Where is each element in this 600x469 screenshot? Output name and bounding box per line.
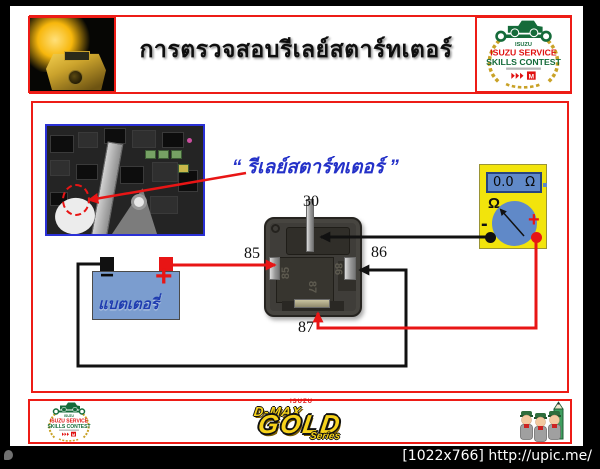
fuse-green — [145, 150, 156, 159]
fusebox-block — [162, 132, 184, 148]
fusebox-block — [50, 135, 74, 153]
truck-wheel — [529, 28, 539, 38]
truck-wheel — [61, 406, 67, 413]
badge-letter: M — [529, 73, 534, 80]
display-value: 0.0 — [493, 175, 514, 190]
engine-part-photo — [28, 16, 116, 93]
relay-caption: “ รีเลย์สตาร์ทเตอร์ ” — [232, 157, 399, 178]
engine-cover-hole — [68, 70, 83, 85]
pin-label-30: 30 — [303, 193, 319, 210]
relay-mold-circle — [271, 224, 280, 233]
fusebox-block — [132, 130, 156, 148]
contest-logo-small: ISUZU ISUZU SERVICE SKILLS CONTEST M — [44, 401, 94, 443]
chevron-icon — [520, 72, 524, 79]
mechanic-figure — [548, 411, 561, 440]
fusebox-block — [150, 196, 178, 214]
fuse-green — [158, 150, 169, 159]
pin-label-86: 86 — [371, 244, 387, 261]
wrench-end-left — [52, 408, 60, 415]
fusebox-block — [152, 162, 178, 182]
contest-line2: SKILLS CONTEST — [47, 424, 90, 430]
wrench-end-right — [78, 408, 86, 415]
multimeter-plus-sign: + — [528, 209, 540, 231]
wreath-bottom — [58, 438, 80, 442]
fusebox-block — [50, 160, 70, 176]
watermark-url: [1022x766] http://upic.me/ — [402, 448, 592, 464]
mechanic-figure — [520, 411, 533, 440]
pin-label-85: 85 — [244, 245, 260, 262]
mechanic-figure — [534, 413, 547, 442]
truck-wheel — [510, 28, 520, 38]
fusebox-block — [76, 164, 98, 180]
relay-pin-85 — [269, 257, 280, 280]
contest-fineprint — [506, 67, 541, 70]
chevron-icon — [64, 432, 67, 436]
engine-cover-badge — [64, 51, 90, 61]
contest-logo: ISUZU ISUZU SERVICE SKILLS CONTEST M — [475, 16, 572, 93]
molded-pin-number: 86 — [332, 262, 345, 276]
contest-logo-graphic: ISUZU ISUZU SERVICE SKILLS CONTEST M — [486, 20, 562, 89]
fusebox-block — [178, 170, 198, 192]
wreath-left — [487, 39, 501, 84]
display-indicator-dot — [543, 183, 547, 187]
wreath-left — [48, 413, 56, 439]
multimeter-negative-jack — [485, 232, 496, 243]
fusebox-block — [78, 132, 98, 148]
contest-logo-graphic-small: ISUZU ISUZU SERVICE SKILLS CONTEST M — [47, 402, 91, 442]
relay-mid-recess — [276, 257, 334, 303]
chevron-icon — [515, 72, 520, 79]
relay-pin-86 — [344, 257, 356, 280]
multimeter: 0.0 Ω Ω - + — [479, 164, 547, 249]
metal-bracket — [90, 141, 124, 234]
dmax-brand: ISUZU — [290, 399, 313, 405]
wreath-right — [546, 39, 560, 84]
multimeter-minus-sign: - — [481, 213, 488, 235]
contest-line1: ISUZU SERVICE — [490, 47, 557, 57]
badge-box — [526, 71, 536, 80]
fuse-yellow — [178, 164, 189, 173]
relay-top-recess — [286, 227, 350, 255]
contest-brand: ISUZU — [515, 42, 532, 48]
wrench-end-right — [540, 30, 552, 42]
multimeter-display: 0.0 Ω — [486, 172, 542, 193]
dmax-series: Series — [309, 431, 341, 442]
relay-pin-87 — [294, 299, 330, 308]
truck-wheel — [72, 406, 78, 413]
connector-dot — [187, 138, 192, 143]
molded-pin-number: 85 — [280, 266, 293, 280]
wreath-right — [82, 413, 90, 439]
wreath-bottom — [505, 82, 542, 89]
fuse-green — [171, 150, 182, 159]
chevron-icon — [62, 432, 64, 436]
fusebox-block — [120, 166, 144, 184]
battery-label: แบตเตอรี่ — [98, 296, 159, 313]
pencil-lead — [557, 402, 560, 405]
relay-highlight-circle — [62, 184, 90, 216]
display-unit: Ω — [525, 175, 535, 190]
footer — [28, 399, 572, 444]
chevron-icon — [67, 432, 69, 436]
page-title: การตรวจสอบรีเลย์สตาร์ทเตอร์ — [139, 36, 453, 62]
battery-plus-sign: + — [155, 260, 173, 293]
multimeter-positive-jack — [531, 232, 542, 243]
relay-pin-30 — [306, 199, 314, 252]
fusebox-photo — [45, 124, 205, 236]
badge-letter: M — [72, 433, 75, 437]
dmax-gold-word: GOLD — [256, 409, 344, 439]
corner-artifact — [4, 450, 13, 460]
contest-brand: ISUZU — [64, 414, 74, 418]
contest-line1: ISUZU SERVICE — [50, 419, 89, 425]
wrench-end-left — [495, 30, 507, 42]
badge-box — [71, 431, 76, 437]
dmax-gold-logo: ISUZU D-MAX GOLD Series — [240, 398, 360, 444]
bracket-hole — [131, 194, 147, 210]
molded-pin-number: 87 — [306, 280, 319, 294]
mechanics-mascot — [520, 401, 564, 442]
contest-fineprint — [59, 429, 79, 431]
contest-line2: SKILLS CONTEST — [486, 57, 562, 67]
chevron-icon — [511, 72, 515, 79]
battery-minus-sign: − — [100, 262, 115, 289]
pin-label-87: 87 — [298, 319, 314, 336]
